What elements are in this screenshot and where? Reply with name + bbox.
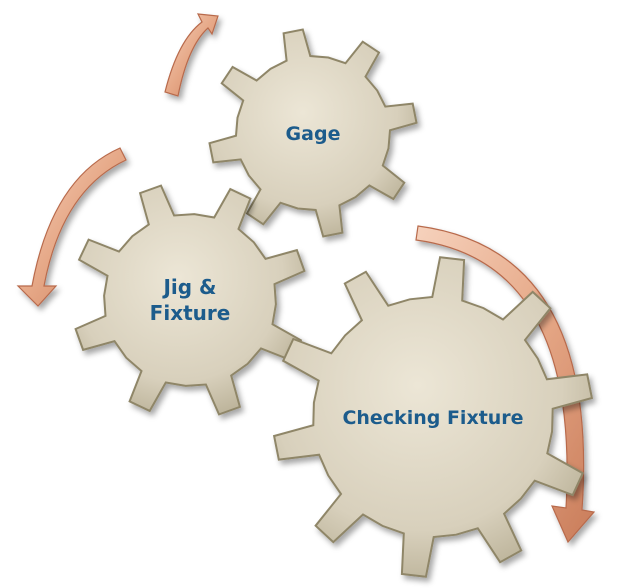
gear-gage-label-line: Gage (286, 123, 341, 145)
arrow-gage-to-jig (16, 147, 127, 307)
gear-jig-fixture: Jig &Fixture (74, 184, 306, 416)
gear-gage-label: Gage (286, 123, 341, 145)
gear-checking-fixture-body (272, 256, 594, 578)
gear-jig-fixture-body (74, 184, 306, 416)
gear-gage: Gage (208, 28, 418, 238)
gear-gage-body (208, 28, 418, 238)
cycle-arrows (16, 13, 596, 544)
arrow-checking-cycle (415, 225, 596, 544)
gear-jig-fixture-label: Jig &Fixture (150, 275, 231, 325)
gear-jig-fixture-label-line: Jig & (161, 275, 216, 299)
gear-checking-fixture-label-line: Checking Fixture (342, 407, 523, 429)
gear-jig-fixture-label-line: Fixture (150, 301, 231, 325)
arrow-jig-to-gage (164, 13, 219, 97)
gear-checking-fixture: Checking Fixture (272, 256, 594, 578)
gear-checking-fixture-label: Checking Fixture (342, 407, 523, 429)
